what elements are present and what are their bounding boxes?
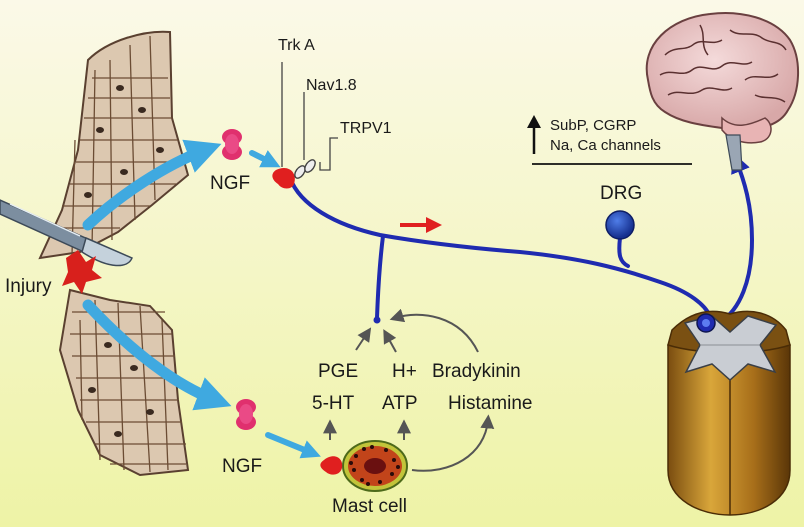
skin-tissue — [38, 30, 190, 477]
trpv1-label: TRPV1 — [340, 120, 392, 137]
ngf-molecule-bottom-icon — [236, 399, 256, 430]
trka-receptor-icon — [272, 167, 295, 189]
histamine-label: Histamine — [448, 393, 533, 414]
na-ca-channels-label: Na, Ca channels — [550, 137, 661, 154]
injury-label: Injury — [5, 276, 52, 297]
drg-ganglion-icon — [605, 210, 635, 240]
mediator-arrows — [323, 308, 495, 472]
trka-label: Trk A — [278, 37, 315, 54]
injury-wound-icon — [62, 250, 102, 294]
atp-label: ATP — [382, 393, 418, 414]
ngf-release-arrows — [82, 139, 321, 459]
nerve-ending-dot — [373, 316, 381, 324]
ion-channel-icon — [294, 159, 316, 179]
subp-cgrp-label: SubP, CGRP — [550, 117, 637, 134]
nav18-label: Nav1.8 — [306, 77, 357, 94]
upregulation-arrow-icon — [527, 115, 541, 154]
receptor-leader-lines — [281, 62, 338, 171]
ngf-label-bottom: NGF — [222, 456, 263, 477]
five-ht-label: 5-HT — [312, 393, 355, 414]
drg-label: DRG — [600, 183, 643, 204]
ngf-molecule-top-icon — [222, 129, 242, 160]
ngf-label-top: NGF — [210, 173, 251, 194]
spinal-cord-icon — [667, 310, 791, 516]
nerve-fiber — [288, 152, 755, 324]
brain-icon — [645, 12, 800, 171]
mast-cell-label: Mast cell — [332, 496, 407, 517]
mast-cell-icon — [320, 440, 408, 492]
h-plus-label: H+ — [392, 361, 417, 382]
bradykinin-label: Bradykinin — [432, 361, 521, 382]
pge-label: PGE — [318, 361, 359, 382]
